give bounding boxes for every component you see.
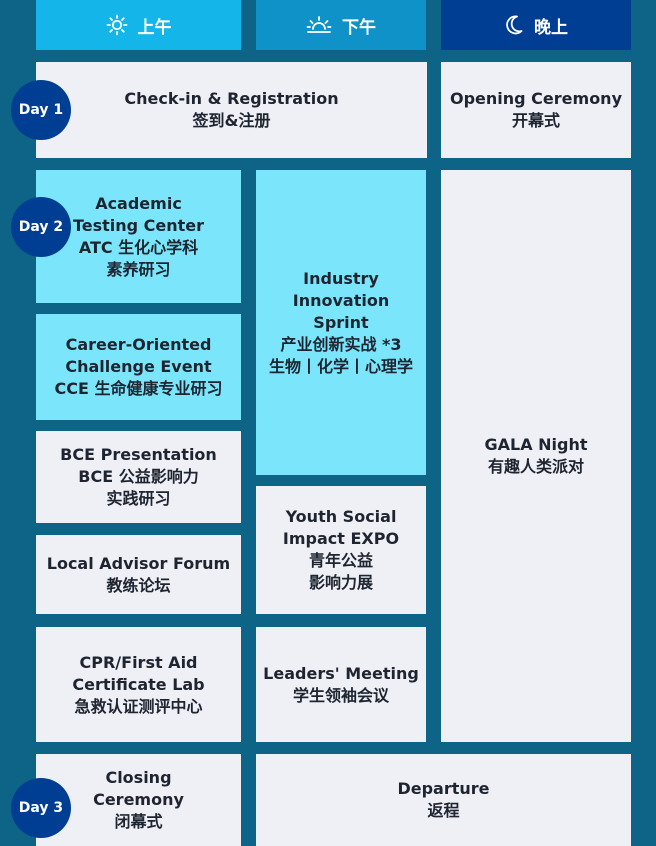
sun-icon bbox=[106, 14, 128, 36]
checkin-subtitle: 签到&注册 bbox=[192, 111, 271, 130]
leaders-subtitle: 学生领袖会议 bbox=[292, 685, 389, 705]
industry-title-2: Innovation bbox=[292, 290, 390, 310]
day-1-badge: Day 1 bbox=[11, 80, 71, 140]
opening-title: Opening Ceremony bbox=[449, 89, 622, 108]
academic-title-2: Testing Center bbox=[72, 215, 205, 235]
career-title-2: Challenge Event bbox=[65, 357, 212, 376]
youth-title-2: Impact EXPO bbox=[282, 529, 400, 548]
header-morning: 上午 bbox=[36, 0, 241, 50]
industry-title-3: Sprint bbox=[313, 312, 369, 332]
gala-title: GALA Night bbox=[484, 435, 588, 454]
youth-subtitle-1: 青年公益 bbox=[308, 551, 373, 570]
bce-subtitle-1: BCE 公益影响力 bbox=[78, 467, 199, 486]
departure-card: Departure 返程 bbox=[256, 754, 631, 846]
bce-presentation-card: BCE Presentation BCE 公益影响力 实践研习 bbox=[36, 431, 241, 523]
cpr-title-2: Certificate Lab bbox=[72, 674, 205, 694]
day-3-badge: Day 3 bbox=[11, 778, 71, 838]
header-afternoon: 下午 bbox=[256, 0, 426, 50]
gala-night-card: GALA Night 有趣人类派对 bbox=[441, 170, 631, 742]
header-afternoon-label: 下午 bbox=[342, 17, 376, 38]
opening-subtitle: 开幕式 bbox=[511, 111, 560, 130]
day-2-badge: Day 2 bbox=[11, 197, 71, 257]
checkin-registration-card: Check-in & Registration 签到&注册 bbox=[36, 62, 427, 158]
header-morning-label: 上午 bbox=[137, 17, 172, 38]
career-subtitle: CCE 生命健康专业研习 bbox=[54, 379, 223, 398]
industry-innovation-sprint-card: Industry Innovation Sprint 产业创新实战 *3 生物丨… bbox=[256, 170, 426, 475]
departure-title: Departure bbox=[397, 779, 490, 798]
leaders-meeting-card: Leaders' Meeting 学生领袖会议 bbox=[256, 627, 426, 742]
sunset-icon bbox=[306, 15, 332, 35]
academic-subtitle-1: ATC 生化心学科 bbox=[78, 237, 199, 257]
academic-testing-center-card: Academic Testing Center ATC 生化心学科 素养研习 bbox=[36, 170, 241, 303]
header-evening: 晚上 bbox=[441, 0, 631, 50]
bce-title: BCE Presentation bbox=[60, 445, 217, 464]
bce-subtitle-2: 实践研习 bbox=[106, 489, 171, 508]
youth-subtitle-2: 影响力展 bbox=[308, 573, 373, 592]
checkin-title: Check-in & Registration bbox=[124, 89, 339, 108]
departure-subtitle: 返程 bbox=[427, 801, 460, 820]
industry-subtitle-1: 产业创新实战 *3 bbox=[280, 334, 402, 354]
industry-title-1: Industry bbox=[303, 268, 379, 288]
closing-subtitle: 闭幕式 bbox=[114, 812, 163, 831]
career-challenge-event-card: Career-Oriented Challenge Event CCE 生命健康… bbox=[36, 314, 241, 420]
opening-ceremony-card: Opening Ceremony 开幕式 bbox=[441, 62, 631, 158]
moon-icon bbox=[504, 14, 524, 36]
closing-title-2: Ceremony bbox=[93, 790, 184, 809]
leaders-title: Leaders' Meeting bbox=[263, 663, 419, 683]
career-title-1: Career-Oriented bbox=[65, 335, 212, 354]
youth-social-impact-expo-card: Youth Social Impact EXPO 青年公益 影响力展 bbox=[256, 486, 426, 614]
cpr-title-1: CPR/First Aid bbox=[79, 652, 198, 672]
gala-subtitle: 有趣人类派对 bbox=[487, 457, 584, 476]
cpr-subtitle: 急救认证测评中心 bbox=[74, 696, 203, 716]
youth-title-1: Youth Social bbox=[285, 507, 397, 526]
advisor-subtitle: 教练论坛 bbox=[106, 575, 171, 595]
academic-subtitle-2: 素养研习 bbox=[106, 259, 171, 279]
industry-subtitle-2: 生物丨化学丨心理学 bbox=[268, 356, 413, 376]
academic-title-1: Academic bbox=[95, 193, 182, 213]
header-evening-label: 晚上 bbox=[534, 17, 568, 38]
local-advisor-forum-card: Local Advisor Forum 教练论坛 bbox=[36, 535, 241, 614]
advisor-title: Local Advisor Forum bbox=[46, 553, 231, 573]
cpr-first-aid-lab-card: CPR/First Aid Certificate Lab 急救认证测评中心 bbox=[36, 627, 241, 742]
closing-title-1: Closing bbox=[105, 768, 172, 787]
